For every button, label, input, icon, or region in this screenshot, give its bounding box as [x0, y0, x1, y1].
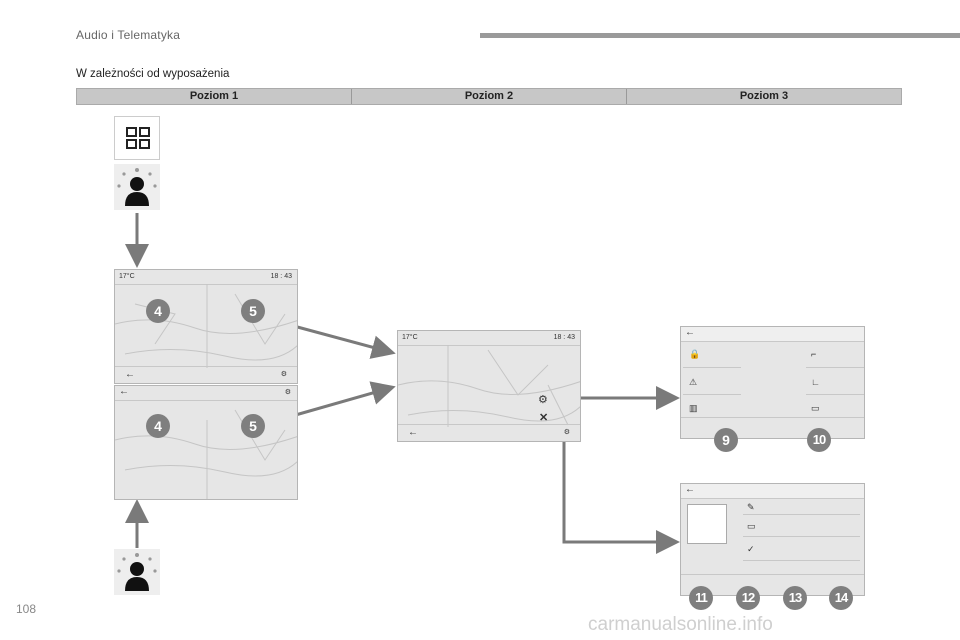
close-icon[interactable]: ✕: [539, 412, 549, 424]
option-icon-6[interactable]: ▭: [811, 403, 820, 413]
arrow-profile-to-level3: [562, 438, 680, 554]
profile-settings-icon[interactable]: ⚙: [284, 389, 291, 396]
equipment-note: W zależności od wyposażenia: [76, 68, 230, 80]
badge-13: 13: [783, 586, 807, 610]
temperature: 17°C: [402, 334, 418, 341]
person-button-top[interactable]: [114, 164, 160, 210]
map-background: [398, 345, 580, 427]
badge-4b: 4: [146, 414, 170, 438]
clock: 18 : 43: [270, 273, 292, 280]
level-1-label: Poziom 1: [77, 89, 352, 104]
apps-button[interactable]: [114, 116, 160, 160]
level3-screen-bottom: ← ✎ ▭ ✓: [680, 483, 865, 596]
grid-icon: [126, 127, 150, 149]
option-icon-1[interactable]: 🔒: [689, 349, 701, 359]
top-bar: ← ⚙: [115, 386, 297, 401]
badge-12: 12: [736, 586, 760, 610]
status-bar: 17°C 18 : 43: [398, 331, 580, 346]
settings-icon[interactable]: ⚙: [538, 394, 548, 406]
bottom-bar: ← ⚙: [398, 424, 580, 441]
level-2-label: Poziom 2: [352, 89, 627, 104]
page-number: 108: [16, 602, 37, 616]
section-title: Audio i Telematyka: [76, 28, 181, 42]
level2-screen: 17°C 18 : 43 ⚙ ✕ ← ⚙: [397, 330, 581, 442]
option-icon-2[interactable]: ⚠: [689, 377, 698, 387]
badge-11: 11: [689, 586, 713, 610]
person-icon: [117, 168, 157, 206]
bottom-bar: [681, 574, 864, 595]
level3-screen-top: ← 🔒 ⚠ ▥ ⌐ ∟ ▭: [680, 326, 865, 439]
edit-icon[interactable]: ✎: [747, 502, 755, 512]
clock: 18 : 43: [553, 334, 575, 341]
profile-settings-icon[interactable]: ⚙: [563, 429, 570, 436]
bottom-bar: ← ⚙: [115, 366, 297, 383]
check-icon[interactable]: ✓: [747, 544, 755, 554]
badge-4a: 4: [146, 299, 170, 323]
badge-5a: 5: [241, 299, 265, 323]
level1-screen-b: ← ⚙: [114, 385, 298, 500]
temperature: 17°C: [119, 273, 135, 280]
badge-9: 9: [714, 428, 738, 452]
badge-5b: 5: [241, 414, 265, 438]
rectangle-icon[interactable]: ▭: [747, 521, 756, 531]
option-icon-4[interactable]: ⌐: [811, 349, 817, 359]
option-icon-5[interactable]: ∟: [811, 377, 820, 387]
bottom-bar: [681, 417, 864, 438]
header-bar: [480, 33, 960, 38]
option-icon-3[interactable]: ▥: [689, 403, 698, 413]
status-bar: 17°C 18 : 43: [115, 270, 297, 285]
watermark: carmanualsonline.info: [588, 614, 773, 635]
back-arrow-icon[interactable]: ←: [685, 484, 695, 495]
person-icon: [117, 553, 157, 591]
back-arrow-icon[interactable]: ←: [125, 369, 135, 380]
badge-14: 14: [829, 586, 853, 610]
top-bar: ←: [681, 484, 864, 499]
top-bar: ←: [681, 327, 864, 342]
back-arrow-icon[interactable]: ←: [685, 327, 695, 338]
profile-photo: [687, 504, 727, 544]
badge-10: 10: [807, 428, 831, 452]
back-arrow-icon[interactable]: ←: [119, 386, 129, 397]
person-button-bottom[interactable]: [114, 549, 160, 595]
back-arrow-icon[interactable]: ←: [408, 427, 418, 438]
level1-screen-a: 17°C 18 : 43 ← ⚙: [114, 269, 298, 384]
levels-header: Poziom 1 Poziom 2 Poziom 3: [76, 88, 902, 105]
profile-settings-icon[interactable]: ⚙: [280, 371, 287, 378]
map-background: [115, 409, 297, 499]
map-background: [115, 284, 297, 368]
level-3-label: Poziom 3: [739, 90, 789, 102]
